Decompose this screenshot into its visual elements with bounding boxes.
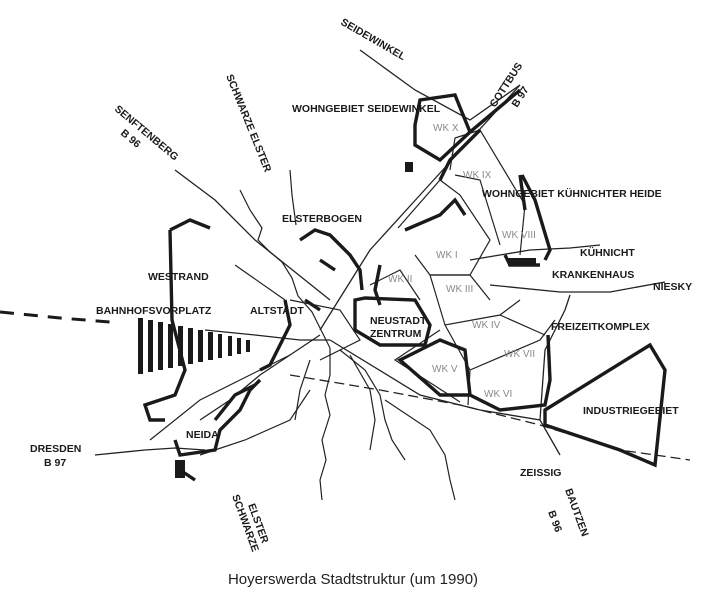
district-outlines bbox=[142, 88, 667, 482]
label-wk-x: WK X bbox=[433, 123, 459, 134]
map-caption: Hoyerswerda Stadtstruktur (um 1990) bbox=[228, 571, 478, 588]
label-neustadt: NEUSTADT bbox=[370, 315, 427, 327]
label-niesky: NIESKY bbox=[653, 281, 692, 293]
label-wohngebiet-seidewinkel: WOHNGEBIET SEIDEWINKEL bbox=[292, 103, 441, 115]
bahnhofsvorplatz-hatch bbox=[138, 318, 250, 374]
label-wk-ii: WK II bbox=[388, 274, 412, 285]
label-wohngebiet-kuehnichter-heide: WOHNGEBIET KÜHNICHTER HEIDE bbox=[482, 187, 662, 200]
label-dresden: DRESDEN bbox=[30, 443, 81, 455]
wk-labels: WK X WK IX WK VIII WK I WK II WK III WK … bbox=[388, 123, 536, 400]
label-schwarze-elster-north: SCHWARZE ELSTER bbox=[223, 73, 273, 175]
label-wk-v: WK V bbox=[432, 364, 458, 375]
label-elsterbogen: ELSTERBOGEN bbox=[282, 213, 362, 225]
river-schwarze-elster bbox=[239, 169, 456, 501]
label-b96-south: B 96 bbox=[545, 509, 564, 534]
label-bahnhofsvorplatz: BAHNHOFSVORPLATZ bbox=[96, 305, 212, 317]
label-wk-i: WK I bbox=[436, 250, 458, 261]
label-b97-north: B 97 bbox=[509, 84, 531, 109]
label-seidewinkel: SEIDEWINKEL bbox=[339, 16, 409, 63]
label-wk-iv: WK IV bbox=[472, 320, 501, 331]
label-wk-ix: WK IX bbox=[463, 170, 492, 181]
building-blocks bbox=[175, 162, 536, 478]
label-freizeitkomplex: FREIZEITKOMPLEX bbox=[551, 321, 650, 333]
label-wk-viii: WK VIII bbox=[502, 230, 536, 241]
label-wk-vii: WK VII bbox=[504, 349, 535, 360]
label-westrand: WESTRAND bbox=[148, 271, 209, 283]
label-altstadt: ALTSTADT bbox=[250, 305, 304, 317]
label-zeissig: ZEISSIG bbox=[520, 467, 561, 479]
label-zentrum: ZENTRUM bbox=[370, 328, 422, 340]
label-kuehnicht: KÜHNICHT bbox=[580, 246, 635, 259]
label-krankenhaus: KRANKENHAUS bbox=[552, 269, 634, 281]
label-wk-vi: WK VI bbox=[484, 389, 512, 400]
label-neida: NEIDA bbox=[186, 429, 219, 441]
label-wk-iii: WK III bbox=[446, 284, 473, 295]
label-b97-south: B 97 bbox=[44, 457, 66, 469]
label-bautzen: BAUTZEN bbox=[562, 487, 590, 538]
label-industriegebiet: INDUSTRIEGEBIET bbox=[583, 405, 679, 417]
